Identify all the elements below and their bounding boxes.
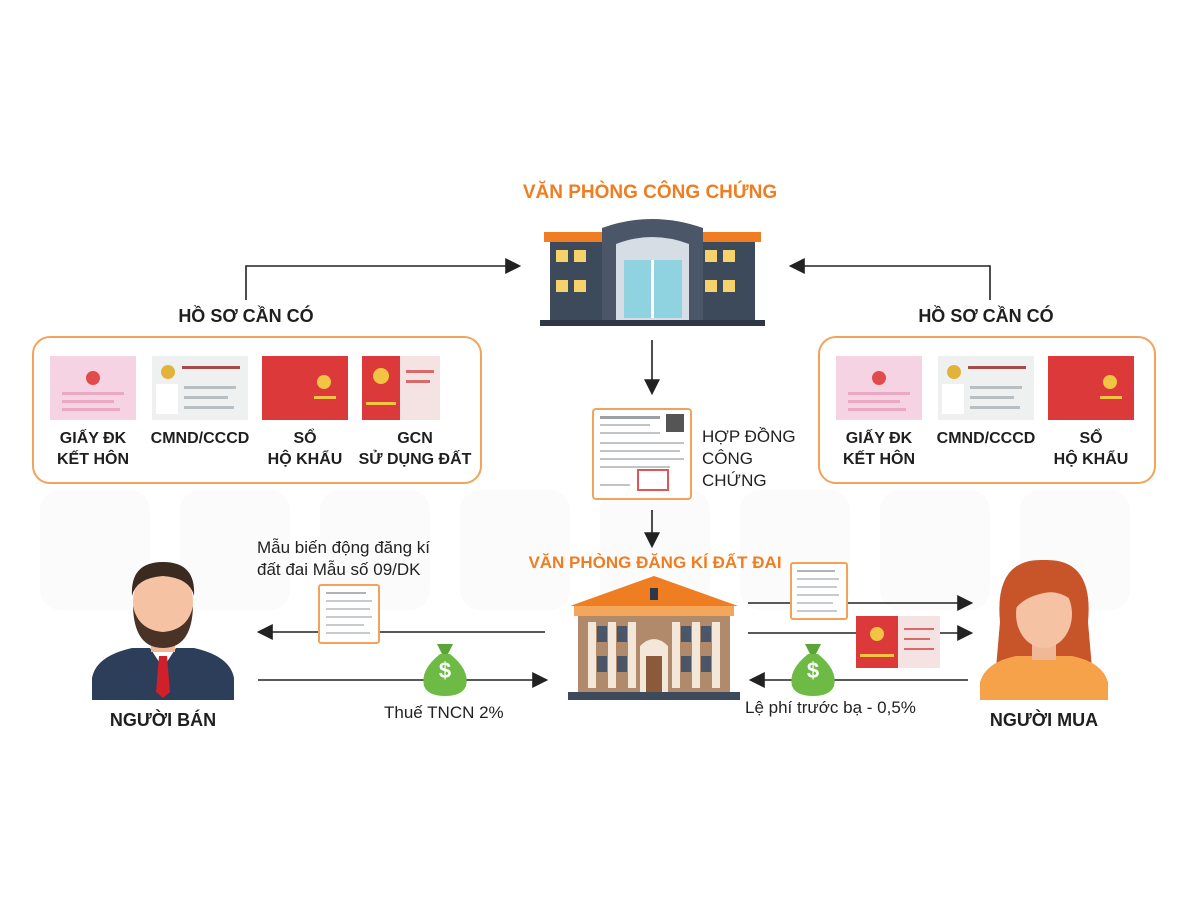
buyer-avatar-icon	[980, 559, 1108, 700]
seller-name: NGƯỜI BÁN	[109, 710, 217, 730]
notary-office-building-icon	[540, 219, 765, 326]
money-symbol-tax: $	[438, 658, 452, 683]
seller-avatar-icon	[92, 562, 234, 700]
contract-document-icon	[592, 408, 692, 500]
fee-label: Lệ phí trước bạ - 0,5%	[745, 698, 916, 717]
buyer-name: NGƯỜI MUA	[989, 710, 1099, 730]
arrow-left-docs-to-notary	[245, 258, 522, 300]
left-doc-label-id: CMND/CCCD	[150, 430, 250, 447]
arrow-right-docs-to-notary	[788, 258, 991, 300]
land-office-building-icon	[568, 576, 740, 700]
tax-label: Thuế TNCN 2%	[384, 703, 504, 722]
right-doc-label-id: CMND/CCCD	[936, 430, 1036, 447]
money-bag-icon-tax	[423, 644, 467, 696]
household-book-icon	[1048, 356, 1134, 420]
land-use-cert-icon	[362, 356, 440, 420]
right-docs-title: HỒ SƠ CẦN CÓ	[918, 306, 1054, 326]
money-bag-icon-fee	[791, 644, 835, 696]
left-docs-title: HỒ SƠ CẦN CÓ	[178, 306, 314, 326]
marriage-cert-icon	[836, 356, 922, 420]
land-office-title: VĂN PHÒNG ĐĂNG KÍ ĐẤT ĐAI	[528, 553, 782, 572]
marriage-cert-icon	[50, 356, 136, 420]
form-document-icon	[318, 584, 380, 644]
notary-office-title: VĂN PHÒNG CÔNG CHỨNG	[522, 182, 778, 203]
id-card-icon	[152, 356, 248, 420]
id-card-icon	[938, 356, 1034, 420]
form-document-icon-buyer	[790, 562, 848, 620]
land-use-cert-icon-buyer	[856, 616, 940, 668]
money-symbol-fee: $	[806, 658, 820, 683]
household-book-icon	[262, 356, 348, 420]
